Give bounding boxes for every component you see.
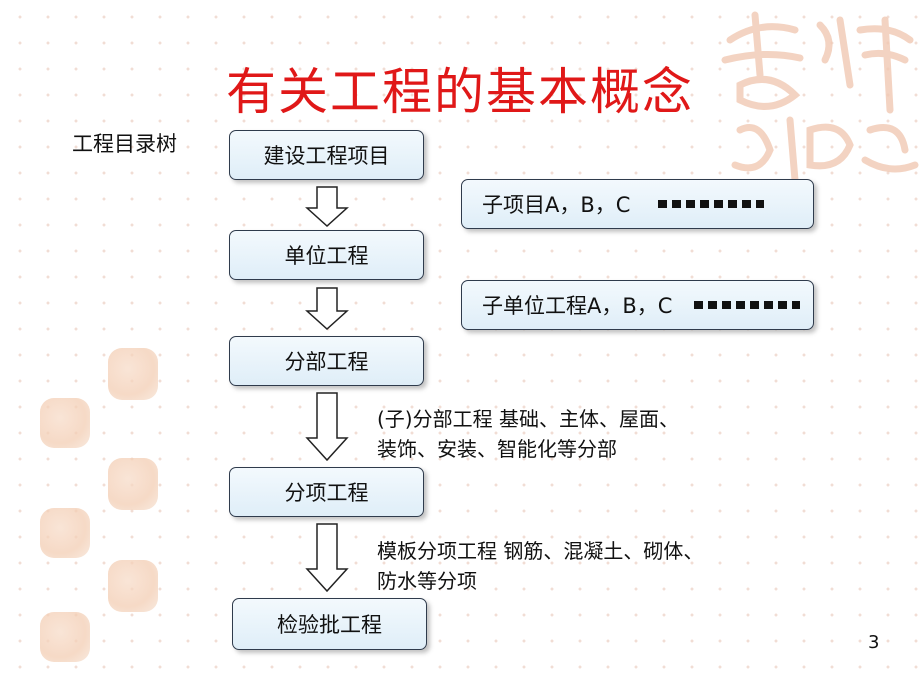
tree-label: 工程目录树	[72, 132, 177, 156]
seal-stamp	[40, 398, 90, 448]
down-arrow	[305, 392, 349, 462]
continuation-dashes	[658, 200, 765, 208]
flow-box-subitem-project: 分项工程	[229, 467, 424, 517]
flow-box-unit-project: 单位工程	[229, 230, 424, 280]
description-line: 装饰、安装、智能化等分部	[377, 437, 617, 461]
seal-stamp	[40, 508, 90, 558]
seal-stamp	[108, 560, 158, 612]
description-line: 模板分项工程 钢筋、混凝土、砌体、	[377, 539, 704, 563]
flow-box-label: 检验批工程	[277, 613, 382, 637]
description-line: (子)分部工程 基础、主体、屋面、	[377, 407, 679, 431]
side-box-sub-projects: 子项目A，B，C	[461, 179, 814, 229]
down-arrow	[305, 287, 349, 331]
flow-box-construction-project: 建设工程项目	[229, 130, 424, 180]
seal-stamp	[108, 348, 158, 400]
down-arrow	[305, 523, 349, 593]
side-box-label: 子单位工程A，B，C	[482, 294, 673, 318]
flow-box-division-project: 分部工程	[229, 336, 424, 386]
down-arrow	[305, 186, 349, 228]
flow-box-inspection-lot: 检验批工程	[232, 598, 427, 650]
continuation-dashes	[694, 301, 801, 309]
description-line: 防水等分项	[377, 569, 477, 593]
side-box-sub-units: 子单位工程A，B，C	[461, 280, 814, 330]
flow-box-label: 分部工程	[284, 350, 369, 374]
seal-stamp	[108, 458, 158, 510]
page-number: 3	[868, 632, 880, 653]
slide-title: 有关工程的基本概念	[226, 63, 694, 121]
subitem-description: 模板分项工程 钢筋、混凝土、砌体、 防水等分项	[377, 536, 703, 596]
calligraphy-decoration	[721, 11, 919, 184]
seal-stamp	[40, 612, 90, 662]
side-box-label: 子项目A，B，C	[482, 193, 631, 217]
flow-box-label: 建设工程项目	[263, 144, 390, 168]
flow-box-label: 单位工程	[284, 244, 369, 268]
division-description: (子)分部工程 基础、主体、屋面、 装饰、安装、智能化等分部	[377, 404, 679, 464]
flow-box-label: 分项工程	[284, 481, 369, 505]
